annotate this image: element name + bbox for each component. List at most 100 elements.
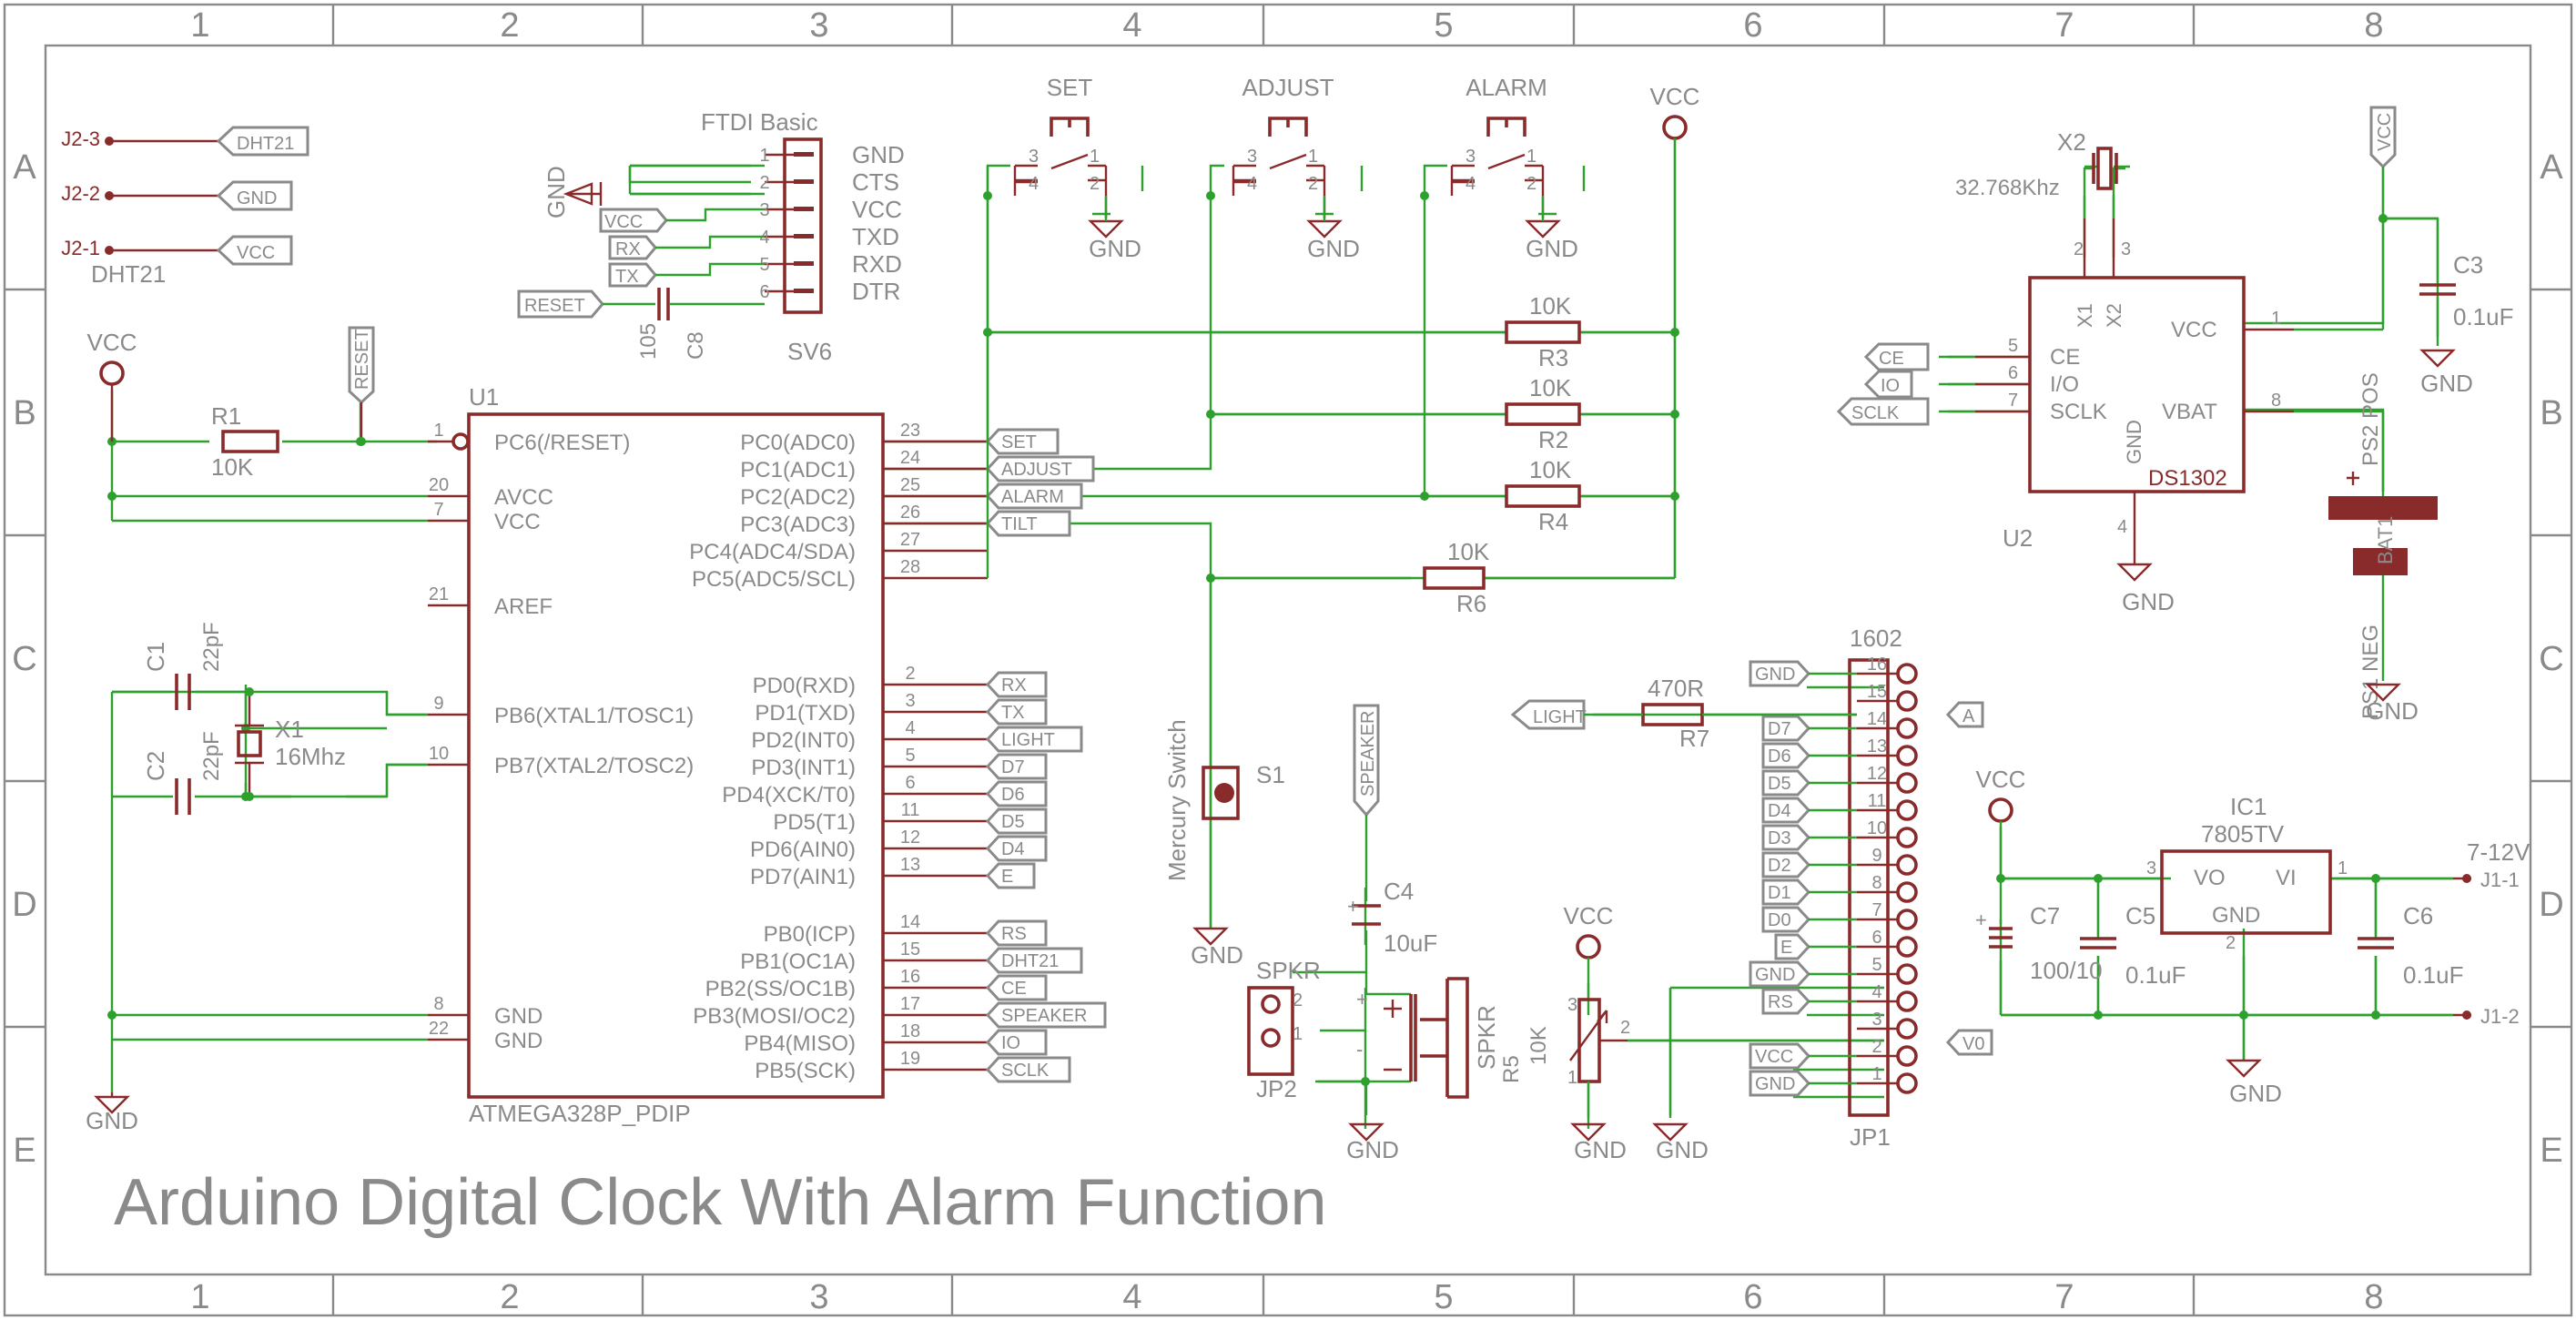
mcu-pin-num: 24 <box>900 448 920 468</box>
mcu-pin-name: PB5(SCK) <box>755 1059 856 1083</box>
rtc-pin-name: GND <box>2123 420 2145 464</box>
lcd-pin-pad <box>1896 717 1918 739</box>
frame-row-label: E <box>13 1132 35 1170</box>
mcu-value: ATMEGA328P_PDIP <box>469 1100 691 1127</box>
mcu-net-label: TX <box>1001 703 1025 723</box>
mcu-net-tag <box>985 1001 1107 1029</box>
rtc-pin-name: X1 <box>2074 303 2096 328</box>
rtc-pin-num: 2 <box>2074 239 2084 259</box>
lcd-net-label: D6 <box>1768 746 1791 767</box>
mcu-pin-name: PC4(ADC4/SDA) <box>689 540 856 564</box>
x1-value: 16Mhz <box>275 743 346 770</box>
frame-row-label: C <box>2539 640 2563 678</box>
mcu-net-label: SCLK <box>1001 1061 1050 1081</box>
r7-value: 470R <box>1648 675 1704 702</box>
battery-neg: PS1 NEG <box>2358 624 2383 719</box>
pot-pin: 1 <box>1567 1068 1577 1088</box>
ftdi-signal: CTS <box>852 168 899 196</box>
j1-pin: J1-2 <box>2480 1005 2520 1028</box>
r5-value: 10K <box>1526 1026 1551 1065</box>
frame-row-label: C <box>12 640 36 678</box>
mcu-pin-name: PB4(MISO) <box>744 1031 856 1056</box>
c5-ref: C5 <box>2125 902 2155 929</box>
dht-name: DHT21 <box>91 260 166 288</box>
lcd-ref: JP1 <box>1850 1123 1891 1151</box>
lcd-pin-num: 11 <box>1868 791 1887 811</box>
jp2-ref: JP2 <box>1256 1075 1297 1102</box>
reset-inversion-bubble <box>451 432 470 451</box>
mcu-pin-name: PC0(ADC0) <box>740 431 856 455</box>
c4-ref: C4 <box>1384 878 1414 905</box>
rtc-pin-num: 5 <box>2008 336 2018 356</box>
mcu-pin-name: AREF <box>494 594 553 619</box>
r4-ref: R4 <box>1538 508 1568 535</box>
input-voltage-label: 7-12V <box>2467 838 2530 866</box>
mcu-net-tag <box>985 780 1048 807</box>
battery-ref: BAT1 <box>2374 516 2397 564</box>
pot-pin: 3 <box>1567 995 1577 1015</box>
button-pin-num: 2 <box>1090 174 1100 194</box>
frame-col-label: 4 <box>1122 6 1141 45</box>
lcd-net-tag <box>1761 851 1811 878</box>
frame-col-label: 6 <box>1743 1278 1762 1316</box>
lcd-net-label: V0 <box>1962 1034 1984 1054</box>
c7-plus: + <box>1975 909 1987 931</box>
frame-row-label: A <box>13 148 36 187</box>
rtc-pin-num: 3 <box>2121 239 2131 259</box>
gnd-label: GND <box>1656 1136 1709 1163</box>
mcu-net-label: IO <box>1001 1033 1020 1053</box>
c1-ref: C1 <box>142 642 169 672</box>
ftdi-net-label: TX <box>615 267 639 287</box>
j1-pin: J1-1 <box>2480 868 2520 891</box>
button-pin-num: 4 <box>1465 174 1476 194</box>
x2-ref: X2 <box>2057 128 2086 156</box>
button-leads <box>1450 166 1545 218</box>
lcd-pin-num: 10 <box>1867 818 1887 838</box>
lcd-value: 1602 <box>1850 624 1902 652</box>
rtc-value: DS1302 <box>2148 466 2227 491</box>
gnd-label: GND <box>2122 588 2175 615</box>
crystal-circuit: C1 22pF C2 22pF X1 16Mhz <box>112 622 428 815</box>
speaker-circuit: SPEAKER + C4 10uF 2 1 SPKR JP2 + - SPKR … <box>1247 704 1500 1163</box>
ftdi-pin-num: 2 <box>759 173 769 193</box>
vcc-symbol-label: VCC <box>1650 83 1700 110</box>
r6-value: 10K <box>1447 538 1490 565</box>
rtc-pin-num: 6 <box>2008 363 2018 383</box>
mcu-pin-name: PD7(AIN1) <box>750 865 856 889</box>
ftdi-signal: DTR <box>852 278 900 305</box>
ftdi-net-label: RX <box>615 239 641 259</box>
mcu-pin-name: PC6(/RESET) <box>494 431 630 455</box>
frame-col-label: 7 <box>2054 6 2074 45</box>
ftdi-header: FTDI Basic 1 2 3 4 5 6 GND CTS VCC TXD R… <box>517 108 905 365</box>
c5-value: 0.1uF <box>2125 961 2186 989</box>
mcu-net-label: SPEAKER <box>1001 1006 1087 1026</box>
speaker-minus: - <box>1356 1038 1363 1061</box>
rtc-pin-name: CE <box>2050 345 2080 370</box>
frame-col-label: 3 <box>809 6 828 45</box>
c8-value: 105 <box>636 323 661 360</box>
jp2-label: SPKR <box>1256 957 1321 984</box>
lcd-net-label: E <box>1780 938 1792 958</box>
r1-ref: R1 <box>211 402 241 430</box>
mcu-pin-num: 15 <box>900 939 920 960</box>
lcd-pin-pad <box>1896 936 1918 958</box>
gnd-symbol: GND <box>86 1092 138 1134</box>
lcd-pin-pad <box>1896 799 1918 821</box>
rtc-pin-name: VBAT <box>2162 400 2217 424</box>
lcd-pin-num: 2 <box>1871 1037 1881 1057</box>
contrast-pot: VCC 3 1 2 R5 10K GND GND <box>1499 902 1884 1163</box>
lcd-net-tag <box>1774 933 1811 960</box>
lcd-pin-num: 12 <box>1867 764 1887 784</box>
mcu-net-tag <box>985 510 1071 537</box>
button-pin-num: 1 <box>1090 147 1100 167</box>
mcu-pin-num: 12 <box>900 828 920 848</box>
speaker-net-label: SPEAKER <box>1358 711 1378 797</box>
c7-value: 100/10 <box>2030 957 2103 984</box>
button-leads <box>1232 166 1326 218</box>
ftdi-ref: SV6 <box>787 338 832 365</box>
mcu-net-label: RS <box>1001 924 1027 944</box>
gnd-label: GND <box>1089 235 1141 262</box>
button-pin-num: 4 <box>1029 174 1039 194</box>
reg-pin-num: 2 <box>2226 933 2236 953</box>
